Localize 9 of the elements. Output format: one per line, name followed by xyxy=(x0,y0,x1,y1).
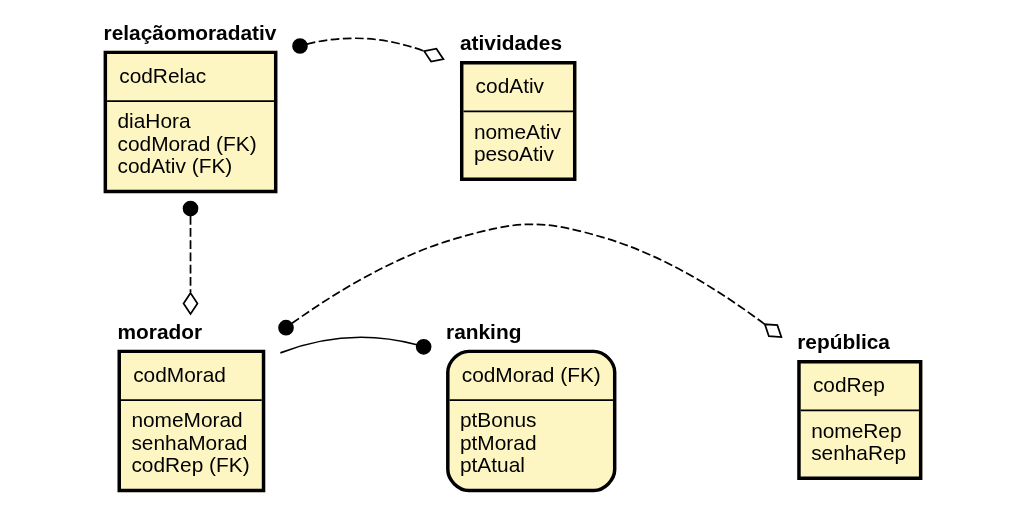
node-label: relaçãomoradativ xyxy=(103,20,276,44)
connector xyxy=(182,200,198,316)
node-label: morador xyxy=(117,319,202,343)
node-label: ranking xyxy=(445,319,521,343)
connector xyxy=(279,336,431,355)
node-label: atividades xyxy=(459,30,562,54)
node-label: república xyxy=(796,329,890,353)
connector xyxy=(277,223,783,338)
connector xyxy=(291,37,445,63)
